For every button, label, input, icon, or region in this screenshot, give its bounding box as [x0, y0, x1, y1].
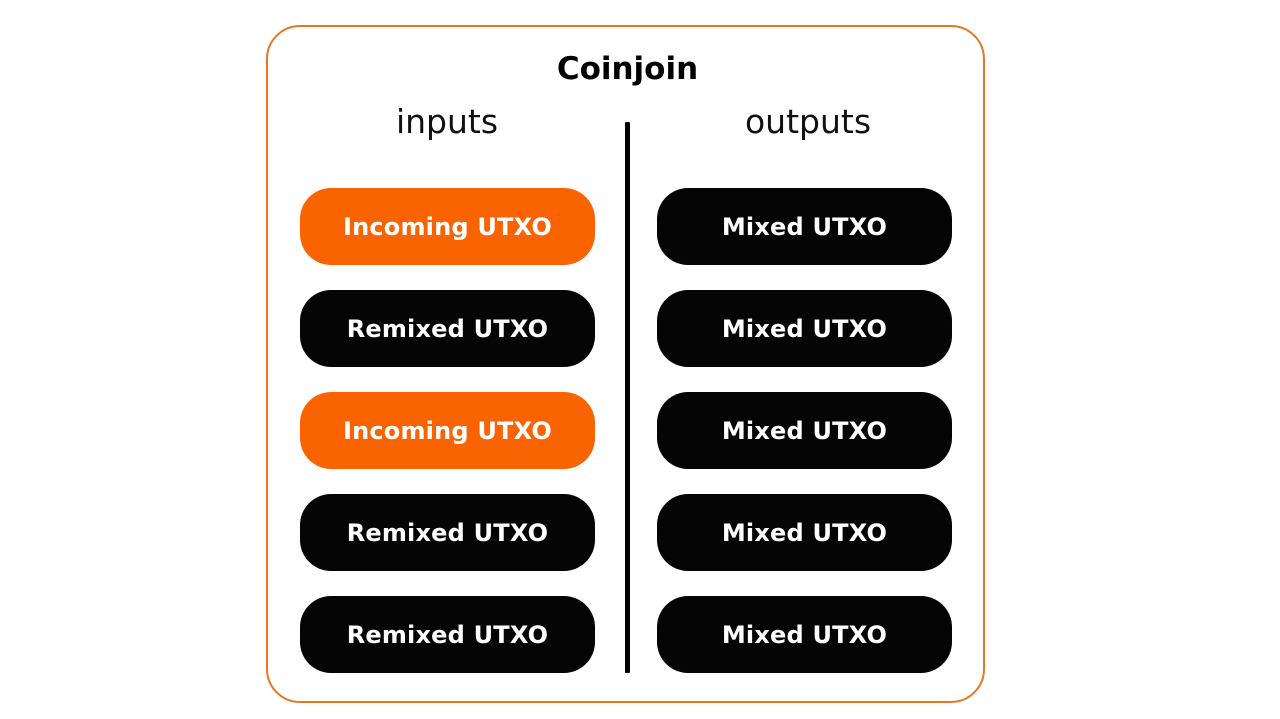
outputs-column-heading: outputs — [744, 102, 872, 141]
utxo-pill-label: Mixed UTXO — [721, 212, 888, 241]
utxo-pill[interactable]: Mixed UTXO — [657, 494, 952, 571]
utxo-pill[interactable]: Mixed UTXO — [657, 290, 952, 367]
utxo-pill-label: Mixed UTXO — [721, 416, 888, 445]
utxo-pill-label: Mixed UTXO — [721, 620, 888, 649]
inputs-column-heading: inputs — [395, 102, 499, 141]
utxo-pill-label: Remixed UTXO — [346, 314, 549, 343]
utxo-pill-label: Incoming UTXO — [342, 212, 553, 241]
coinjoin-card: Coinjoin inputs outputs Incoming UTXO Rem… — [266, 25, 985, 703]
column-divider — [625, 122, 630, 673]
utxo-pill-label: Mixed UTXO — [721, 314, 888, 343]
utxo-pill[interactable]: Incoming UTXO — [300, 188, 595, 265]
outputs-column: Mixed UTXO Mixed UTXO Mixed UTXO Mixed UTXO… — [657, 188, 952, 673]
utxo-pill[interactable]: Mixed UTXO — [657, 596, 952, 673]
utxo-pill-label: Remixed UTXO — [346, 518, 549, 547]
utxo-pill[interactable]: Remixed UTXO — [300, 290, 595, 367]
utxo-pill-label: Incoming UTXO — [342, 416, 553, 445]
utxo-pill-label: Remixed UTXO — [346, 620, 549, 649]
utxo-pill[interactable]: Remixed UTXO — [300, 494, 595, 571]
utxo-pill[interactable]: Mixed UTXO — [657, 392, 952, 469]
page-title: Coinjoin — [556, 51, 699, 87]
utxo-pill[interactable]: Incoming UTXO — [300, 392, 595, 469]
utxo-pill[interactable]: Remixed UTXO — [300, 596, 595, 673]
inputs-column: Incoming UTXO Remixed UTXO Incoming UTXO Re… — [300, 188, 595, 673]
utxo-pill[interactable]: Mixed UTXO — [657, 188, 952, 265]
utxo-pill-label: Mixed UTXO — [721, 518, 888, 547]
